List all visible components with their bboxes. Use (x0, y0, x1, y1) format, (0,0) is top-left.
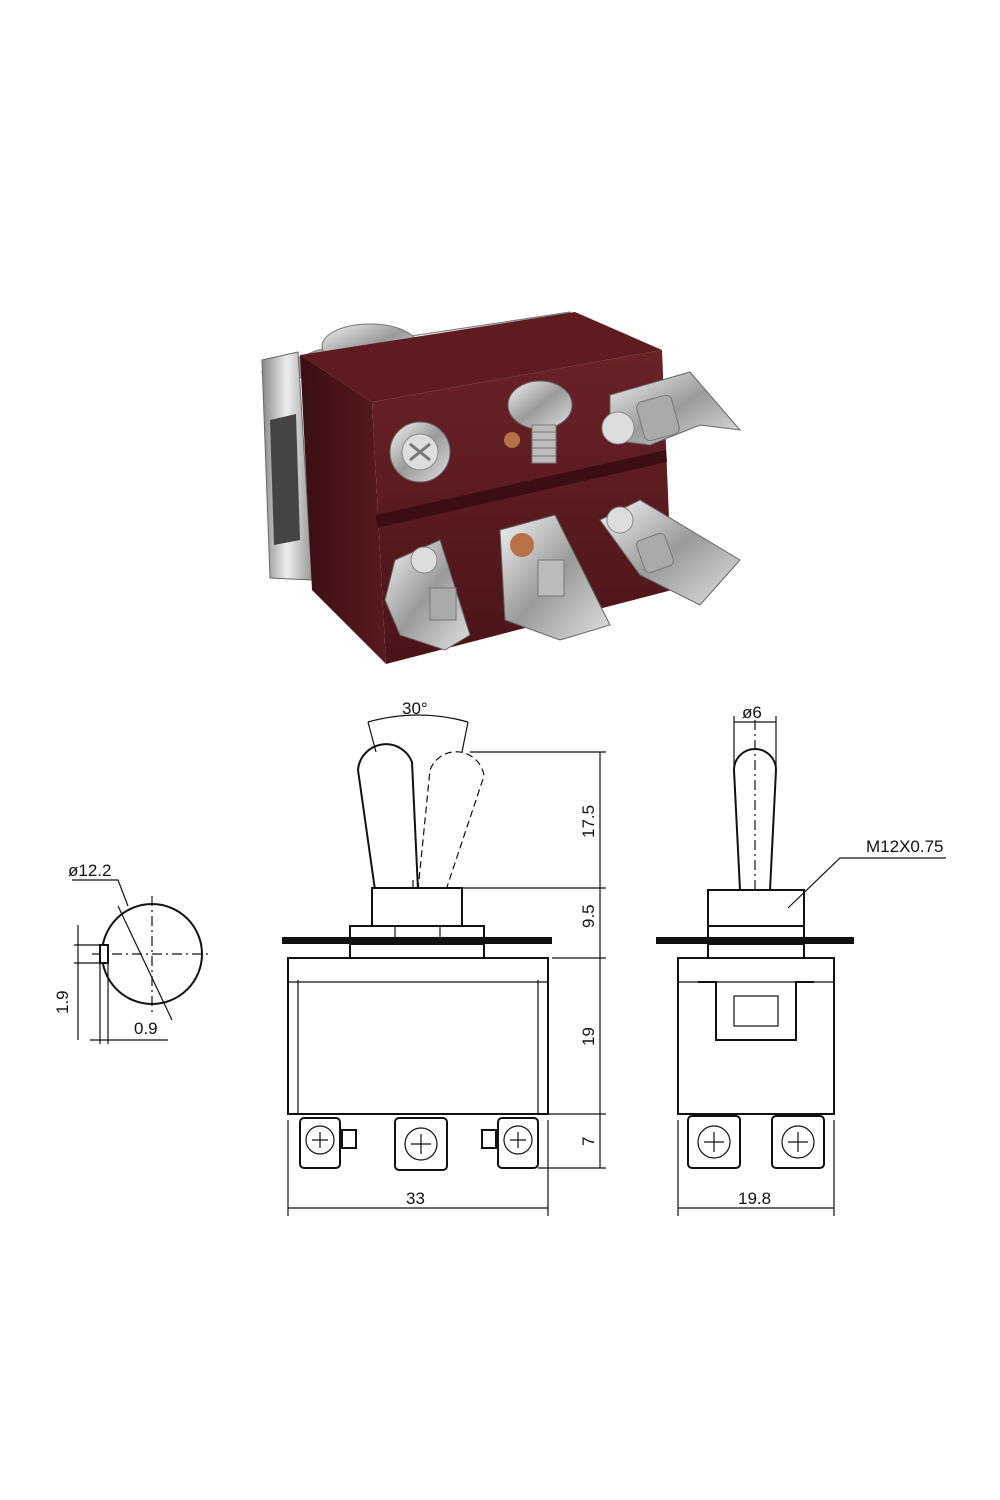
front-view-drawing (282, 714, 606, 1216)
angle-label: 30° (402, 699, 428, 718)
side-view-drawing (656, 716, 946, 1216)
terminal-screw-icon (504, 380, 573, 464)
terminal-height-label: 7 (579, 1137, 598, 1146)
terminal-screw-icon (497, 1117, 539, 1169)
terminal-screw-icon (771, 1115, 825, 1169)
bushing-height-label: 9.5 (579, 904, 598, 928)
key-width-label: 0.9 (134, 1019, 158, 1038)
mounting-hole-drawing (72, 879, 212, 1044)
lever-diameter-label: ø6 (742, 703, 762, 722)
hole-diameter-label: ø12.2 (68, 861, 111, 880)
lever-height-label: 17.5 (579, 805, 598, 838)
thread-label: M12X0.75 (866, 837, 944, 856)
terminal-screw-icon (499, 514, 611, 641)
terminal-screw-icon (599, 499, 741, 606)
terminal-screw-icon (394, 1117, 448, 1171)
terminal-screw-icon (384, 539, 471, 651)
body-width-label: 33 (406, 1189, 425, 1208)
terminal-screw-icon (389, 421, 451, 483)
side-width-label: 19.8 (738, 1189, 771, 1208)
body-height-label: 19 (579, 1027, 598, 1046)
switch-photo (260, 311, 742, 664)
terminal-screw-icon (601, 371, 742, 446)
terminal-screw-icon (299, 1117, 341, 1169)
terminal-screw-icon (687, 1115, 741, 1169)
key-height-label: 1.9 (53, 990, 72, 1014)
